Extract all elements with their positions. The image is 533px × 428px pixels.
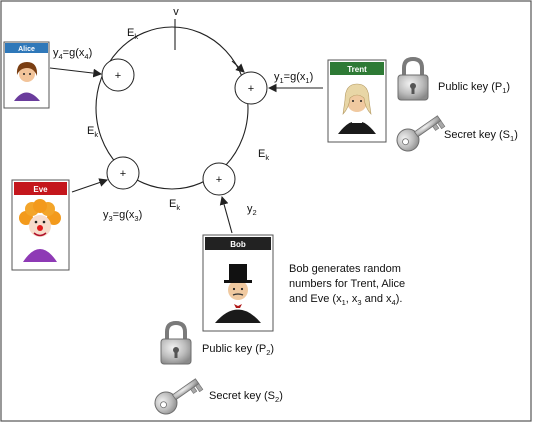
eve-name-bar <box>14 182 67 195</box>
svg-text:+: + <box>120 168 126 180</box>
alice-name: Alice <box>18 46 35 53</box>
trent-value-label: y1=g(x1) <box>274 71 313 85</box>
bob-card: Bob <box>202 234 274 332</box>
trent-lock-icon <box>397 56 429 101</box>
trent-name: Trent <box>347 65 367 74</box>
eve-card: Eve <box>11 179 70 271</box>
svg-text:+: + <box>115 70 121 82</box>
bob-note: Bob generates random numbers for Trent, … <box>289 263 405 307</box>
eve-input-arrow <box>71 178 109 193</box>
trent-public-key-label: Public key (P1) <box>438 81 510 95</box>
bob-value-label: y2 <box>247 203 257 217</box>
trent-name-bar <box>330 62 384 75</box>
top-label: v <box>173 6 179 18</box>
bob-avatar-icon <box>215 264 261 323</box>
edge-label-top: Ek <box>127 27 138 41</box>
bob-note-line-3: and Eve (x1, x3 and x4). <box>289 293 402 307</box>
eve-value-label: y3=g(x3) <box>103 209 142 223</box>
edge-label-left: Ek <box>87 125 98 139</box>
bob-secret-key-label: Secret key (S2) <box>209 390 283 404</box>
ring-arrow <box>231 60 245 73</box>
trent-key-icon <box>396 115 446 152</box>
trent-avatar-icon <box>338 83 376 134</box>
operator-node-bob: + <box>202 162 236 196</box>
ring-circle <box>95 26 249 190</box>
bob-key-icon <box>154 378 204 415</box>
bob-note-line-1: Bob generates random <box>289 263 401 275</box>
bob-name-bar <box>205 237 271 250</box>
alice-card: Alice <box>3 41 50 109</box>
trent-secret-key-label: Secret key (S1) <box>444 129 518 143</box>
alice-name-bar <box>5 43 48 53</box>
operator-node-alice: + <box>101 58 135 92</box>
eve-avatar-icon <box>19 199 61 262</box>
bob-input-arrow <box>219 195 233 234</box>
operator-node-trent: + <box>234 71 268 105</box>
trent-card: Trent <box>327 59 387 143</box>
svg-text:+: + <box>248 83 254 95</box>
svg-text:+: + <box>216 174 222 186</box>
alice-value-label: y4=g(x4) <box>53 47 92 61</box>
edge-label-right: Ek <box>258 148 269 162</box>
alice-avatar-icon <box>14 62 40 101</box>
eve-name: Eve <box>33 185 48 194</box>
edge-label-bottom: Ek <box>169 198 180 212</box>
bob-public-key-label: Public key (P2) <box>202 343 274 357</box>
operator-node-eve: + <box>106 156 140 190</box>
bob-name: Bob <box>230 240 246 249</box>
alice-input-arrow <box>49 67 103 78</box>
bob-lock-icon <box>160 320 192 365</box>
bob-note-line-2: numbers for Trent, Alice <box>289 278 405 290</box>
